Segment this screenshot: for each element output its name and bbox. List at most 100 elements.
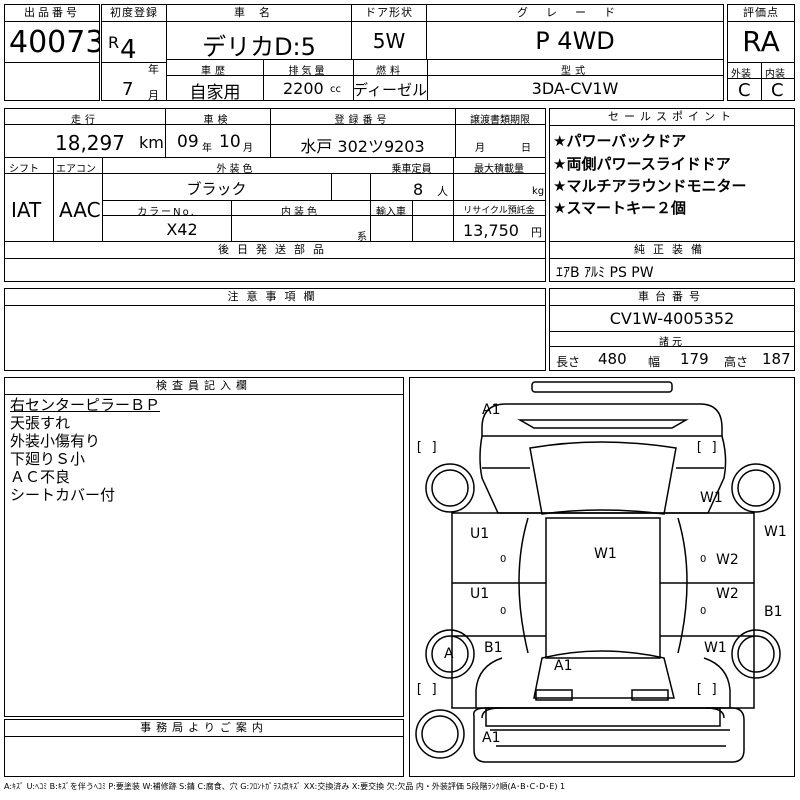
- plate-label: 登録番号: [334, 115, 391, 126]
- damage-mark: W2: [716, 552, 739, 568]
- inspector-label: 検査員記入欄: [5, 378, 403, 395]
- zero-mark: 0: [700, 554, 707, 565]
- recycle-label: リサイクル預託金: [463, 206, 535, 216]
- damage-mark: B1: [484, 640, 503, 656]
- damage-mark: B1: [764, 604, 783, 620]
- reg-month: 7: [122, 79, 134, 100]
- later-parts-box: 後日発送部品: [4, 241, 546, 282]
- inspector-note: 下廻りＳ小: [10, 450, 86, 468]
- bracket-left-top: [ ]: [415, 440, 439, 455]
- displacement-unit: cc: [330, 84, 341, 95]
- inspection-year-unit: 年: [202, 143, 212, 154]
- grade-label: グレード: [427, 5, 723, 22]
- bracket-left-bottom: [ ]: [415, 682, 439, 697]
- mileage: 18,297: [55, 131, 125, 155]
- color-no: X42: [166, 220, 198, 239]
- plate-number: 水戸 302ツ9203: [300, 137, 425, 156]
- lot-label: 出品番号: [5, 5, 99, 22]
- zero-mark: 0: [700, 606, 707, 617]
- lot-number: 40073: [9, 25, 100, 60]
- grade-box: グレード P 4WD: [426, 4, 724, 60]
- inspection-label: 車検: [203, 115, 232, 126]
- ext-color-label: 外装色: [216, 164, 256, 175]
- inspector-note: 外装小傷有り: [10, 432, 101, 450]
- length: 480: [598, 350, 627, 368]
- reg-label: 初度登録: [102, 5, 166, 22]
- office-label: 事務局よりご案内: [5, 720, 403, 737]
- door-box: ドア形状 5W: [351, 4, 427, 60]
- recycle-unit: 円: [531, 226, 542, 239]
- inspection-year: 09: [177, 132, 199, 152]
- damage-mark: A1: [482, 730, 501, 746]
- door-label: ドア形状: [352, 5, 426, 22]
- spec-row: 車歴 排気量 燃料 型式 自家用 2200 cc ディーゼル 3DA-CV1W: [166, 59, 724, 101]
- import-label: 輸入車: [376, 207, 406, 218]
- later-parts-label: 後日発送部品: [5, 242, 545, 259]
- inspector-note: シートカバー付: [10, 486, 116, 504]
- damage-mark: W1: [764, 524, 787, 540]
- damage-diagram: [ ] [ ] [ ] [ ] A1 W1 W1 U1 U1 W1 W2 W2 …: [409, 377, 795, 777]
- model-code: 3DA-CV1W: [531, 79, 619, 98]
- damage-mark: W1: [704, 640, 727, 656]
- car-name-label: 車名: [167, 5, 351, 22]
- damage-mark: A1: [554, 658, 573, 674]
- reg-month-unit: 月: [148, 89, 159, 101]
- height: 187: [762, 350, 791, 368]
- office-box: 事務局よりご案内: [4, 719, 404, 777]
- reg-era: R: [108, 33, 120, 52]
- cautions-box: 注意事項欄: [4, 288, 546, 371]
- inspector-note: 天張すれ: [10, 414, 71, 432]
- ext-color: ブラック: [186, 180, 247, 198]
- mileage-label: 走行: [71, 115, 99, 126]
- lot-box: 出品番号 40073: [4, 4, 100, 101]
- capacity-unit: 人: [437, 185, 448, 198]
- transfer-day-unit: 日: [521, 143, 531, 154]
- shift-label: シフト: [9, 164, 39, 175]
- capacity: 8: [413, 180, 424, 199]
- zero-mark: 0: [500, 606, 507, 617]
- damage-mark: A: [444, 646, 454, 662]
- damage-mark: W1: [700, 490, 723, 506]
- width-label: 幅: [648, 355, 661, 369]
- length-label: 長さ: [556, 355, 581, 369]
- color-no-label: カラーNo.: [137, 207, 196, 218]
- reg-year: 4: [120, 35, 137, 65]
- grade: P 4WD: [535, 27, 615, 55]
- int-color-label: 内装色: [281, 207, 320, 218]
- equipment: ｴｱB ｱﾙﾐ PS PW: [556, 265, 654, 281]
- transfer-month-unit: 月: [475, 143, 485, 154]
- mileage-unit: km: [139, 133, 164, 152]
- car-name-box: 車名 デリカD:5: [166, 4, 352, 60]
- damage-mark: U1: [470, 586, 490, 602]
- car-outline: [415, 381, 781, 763]
- legend: A:ｷｽﾞ U:ﾍｺﾐ B:ｷｽﾞを伴うﾍｺﾐ P:要塗装 W:補修跡 S:錆 …: [4, 782, 566, 791]
- damage-mark: W2: [716, 586, 739, 602]
- width: 179: [680, 350, 709, 368]
- cautions-label: 注意事項欄: [5, 289, 545, 306]
- interior-score-label: 内装: [765, 69, 785, 80]
- chassis-label: 車台番号: [550, 289, 794, 306]
- sales-point-4: ★スマートキー２個: [553, 199, 686, 217]
- door-type: 5W: [372, 29, 406, 53]
- damage-mark: U1: [470, 526, 490, 542]
- damage-mark: A1: [482, 402, 501, 418]
- interior-score: C: [771, 80, 784, 101]
- damage-mark: W1: [594, 546, 617, 562]
- capacity-label: 乗車定員: [391, 164, 432, 175]
- car-history: 自家用: [189, 83, 241, 101]
- transfer-label: 譲渡書類期限: [470, 115, 530, 126]
- bracket-right-bottom: [ ]: [695, 682, 719, 697]
- detail-block: シフト エアコン 外装色 乗車定員 最大積載量 IAT AAC ブラック 8 人…: [4, 157, 546, 242]
- inspector-note: ＡＣ不良: [10, 468, 71, 486]
- height-label: 高さ: [724, 355, 749, 369]
- score-label: 評価点: [728, 5, 794, 22]
- history-label: 車歴: [201, 66, 229, 77]
- aircon-label: エアコン: [56, 164, 96, 175]
- dimensions-label: 諸元: [659, 337, 685, 348]
- recycle-amount: 13,750: [463, 221, 519, 240]
- fuel-label: 燃料: [376, 66, 404, 77]
- car-name: デリカD:5: [202, 33, 316, 60]
- sales-points-label: セールスポイント: [550, 109, 794, 126]
- sales-point-3: ★マルチアラウンドモニター: [553, 177, 747, 195]
- equipment-box: 純正装備 ｴｱB ｱﾙﾐ PS PW: [549, 241, 795, 282]
